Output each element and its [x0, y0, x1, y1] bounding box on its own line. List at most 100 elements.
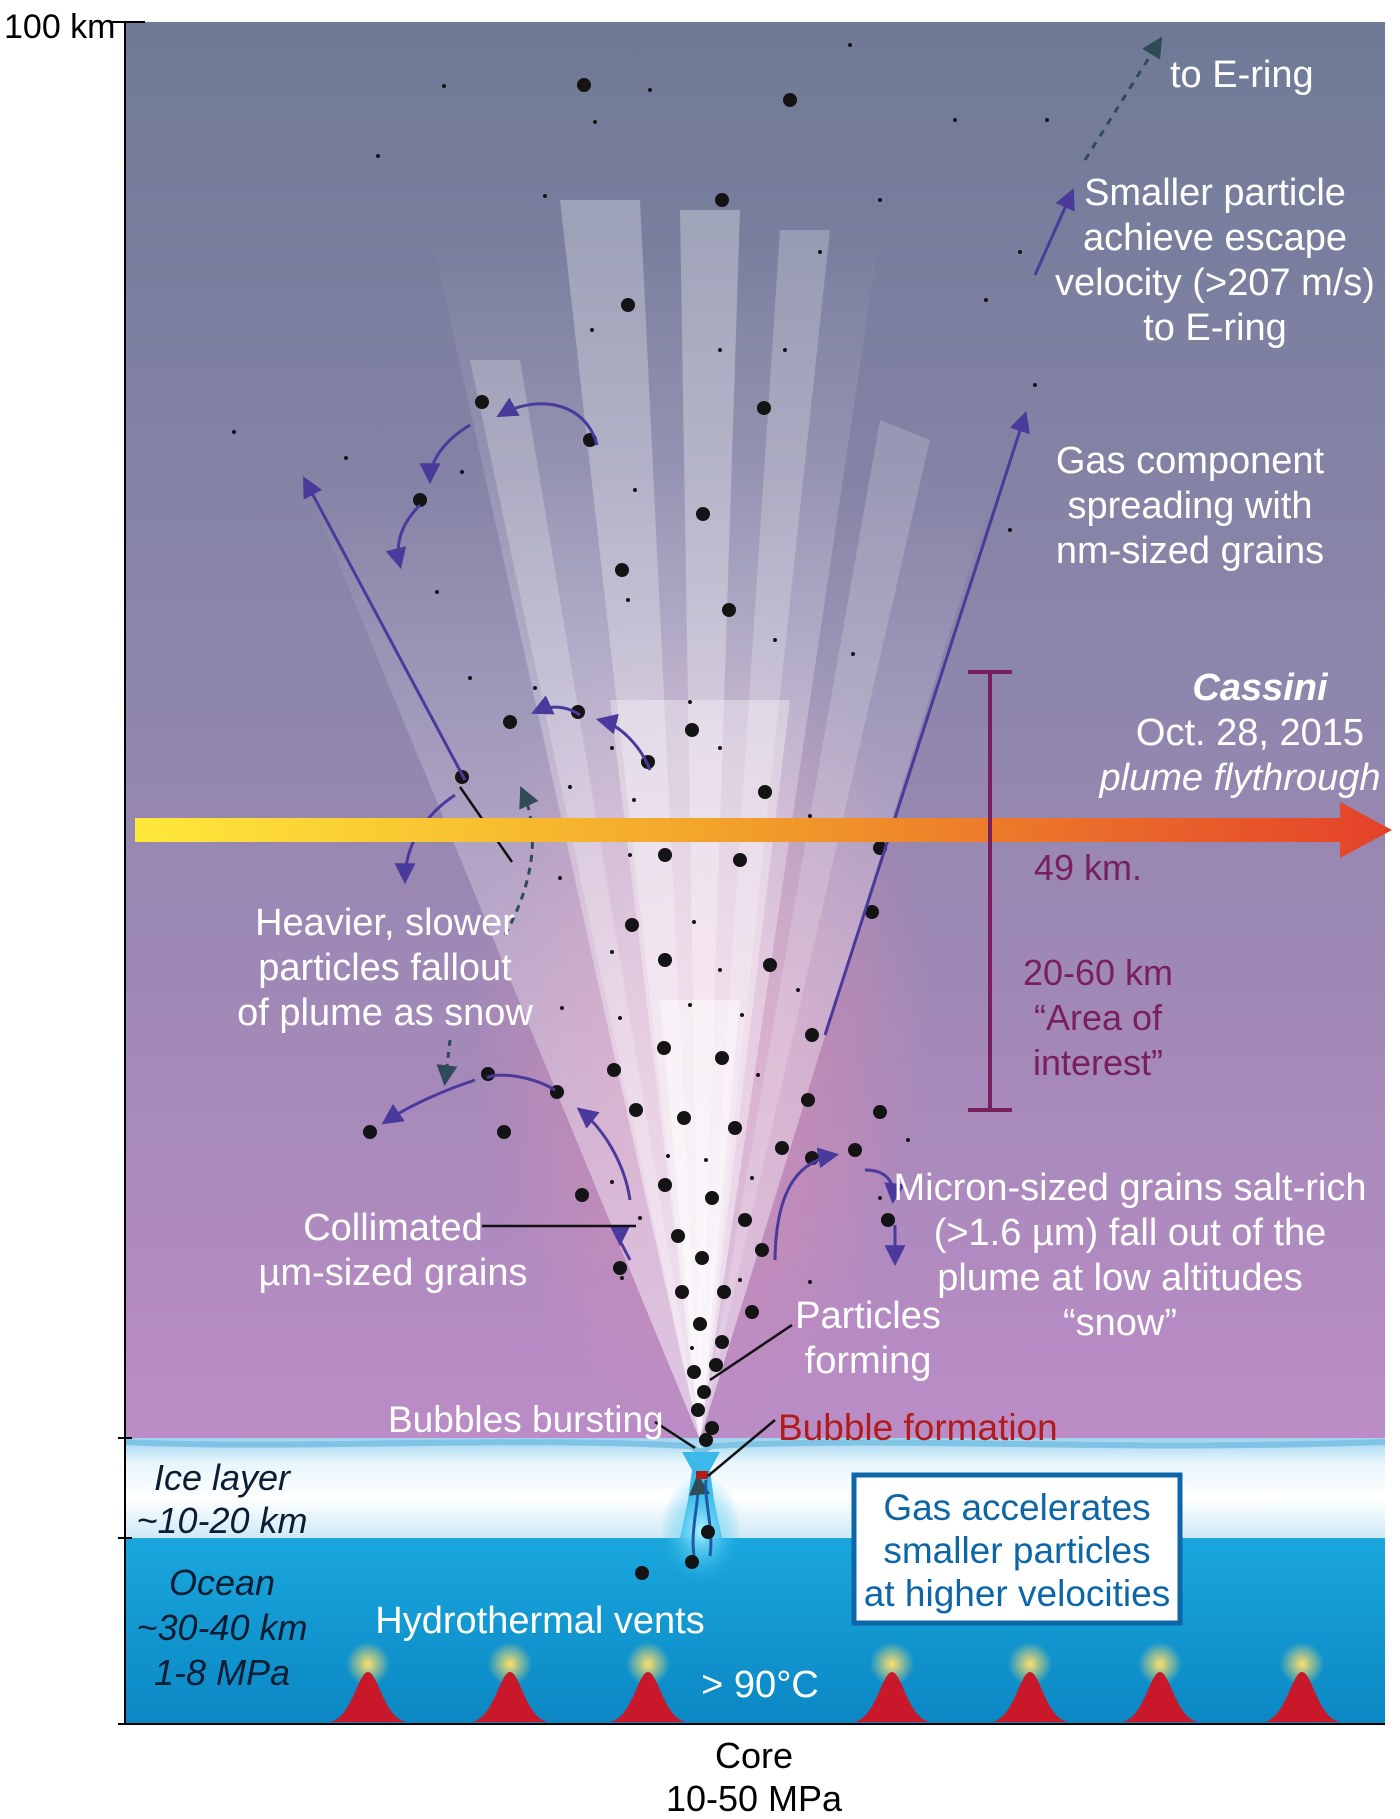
area-of-interest-line: “Area of: [1034, 997, 1163, 1038]
particle: [675, 1285, 689, 1299]
gas-box-line: Gas accelerates: [883, 1487, 1150, 1528]
particle: [783, 348, 787, 352]
particle: [692, 920, 696, 924]
gas-component-line: Gas component: [1056, 440, 1325, 482]
particle: [497, 1125, 511, 1139]
particle: [705, 1421, 719, 1435]
particle: [722, 603, 736, 617]
particle: [1018, 250, 1022, 254]
snow-dashed-arrow: [503, 786, 539, 936]
particle: [705, 1191, 719, 1205]
particle: [677, 1111, 691, 1125]
scale-top-label: 100 km: [4, 8, 116, 46]
particle: [503, 715, 517, 729]
vents-label: Hydrothermal vents: [375, 1600, 704, 1642]
particle: [658, 953, 672, 967]
particle: [435, 590, 439, 594]
particle: [638, 1216, 642, 1220]
gas-info-box: [851, 1472, 1183, 1626]
gas-arrow-right: [823, 411, 1030, 1036]
core-label: Core: [715, 1735, 793, 1776]
particle: [632, 798, 636, 802]
gas-arrow-left: [303, 476, 467, 781]
particle: [756, 1073, 760, 1077]
particle: [984, 298, 988, 302]
collimated-line: µm-sized grains: [259, 1252, 528, 1294]
particle: [878, 1196, 882, 1200]
particle: [442, 84, 446, 88]
particle: [460, 470, 464, 474]
particle: [568, 785, 572, 789]
particle: [738, 1278, 742, 1282]
particle: [758, 785, 772, 799]
particle: [728, 1121, 742, 1135]
micron-grains-line: plume at low altitudes: [937, 1257, 1302, 1299]
particle: [733, 853, 747, 867]
heavier-particles-line: particles fallout: [258, 947, 512, 989]
area-of-interest-line: interest”: [1033, 1042, 1163, 1083]
escape-note-line: to E-ring: [1143, 307, 1287, 349]
gas-box-line: at higher velocities: [864, 1573, 1170, 1614]
gas-component-line: spreading with: [1067, 485, 1312, 527]
particle: [363, 1125, 377, 1139]
particle: [413, 493, 427, 507]
particle: [704, 1158, 708, 1162]
particle: [745, 1305, 759, 1319]
particle: [808, 814, 812, 818]
particle: [906, 1138, 910, 1142]
particle: [610, 950, 614, 954]
hydrothermal-vents: [330, 1642, 1340, 1722]
to-ering-label: to E-ring: [1170, 54, 1314, 96]
particle: [718, 348, 722, 352]
plume: [300, 200, 1000, 1440]
cassini-altitude: 49 km.: [1034, 847, 1142, 888]
particle: [648, 88, 652, 92]
particle: [376, 154, 380, 158]
particle: [635, 1566, 649, 1580]
micron-grains-line: “snow”: [1063, 1302, 1177, 1344]
cassini-trajectory: [135, 802, 1392, 858]
particle: [626, 598, 630, 602]
particle: [481, 1067, 495, 1081]
micron-grains-line: (>1.6 µm) fall out of the: [934, 1212, 1327, 1254]
particle: [805, 1028, 819, 1042]
particle: [717, 1285, 731, 1299]
particle: [691, 1403, 705, 1417]
particle: [593, 120, 597, 124]
particle: [697, 1385, 711, 1399]
particle: [468, 676, 472, 680]
particle: [560, 1006, 564, 1010]
particle: [688, 1003, 692, 1007]
particle: [344, 456, 348, 460]
particle: [878, 198, 882, 202]
particle: [757, 401, 771, 415]
ocean-label: ~30-40 km: [136, 1607, 307, 1648]
particle: [685, 723, 699, 737]
particle: [613, 1261, 627, 1275]
fallout-arrows: [381, 397, 906, 1267]
particle: [629, 1103, 643, 1117]
particles-forming-line: Particles: [795, 1295, 941, 1337]
micron-grains-line: Micron-sized grains salt-rich: [893, 1167, 1366, 1209]
particle: [658, 848, 672, 862]
particle: [718, 968, 722, 972]
particle: [666, 1154, 670, 1158]
ocean-label: 1-8 MPa: [154, 1652, 290, 1693]
gas-box-line: smaller particles: [883, 1530, 1150, 1571]
particle: [881, 1213, 895, 1227]
cassini-date: Oct. 28, 2015: [1136, 712, 1364, 754]
particle: [709, 1358, 723, 1372]
particle: [610, 746, 614, 750]
particle: [718, 746, 722, 750]
particle: [715, 1051, 729, 1065]
bubble-formation-label: Bubble formation: [778, 1407, 1058, 1448]
particle: [865, 905, 879, 919]
ice-layer-label: Ice layer: [154, 1457, 292, 1498]
bubble-marker: [696, 1471, 708, 1479]
particle: [740, 1013, 744, 1017]
area-of-interest-line: 20-60 km: [1023, 952, 1173, 993]
particle: [232, 430, 236, 434]
cassini-event: plume flythrough: [1099, 757, 1381, 799]
escape-note-line: achieve escape: [1083, 217, 1347, 259]
